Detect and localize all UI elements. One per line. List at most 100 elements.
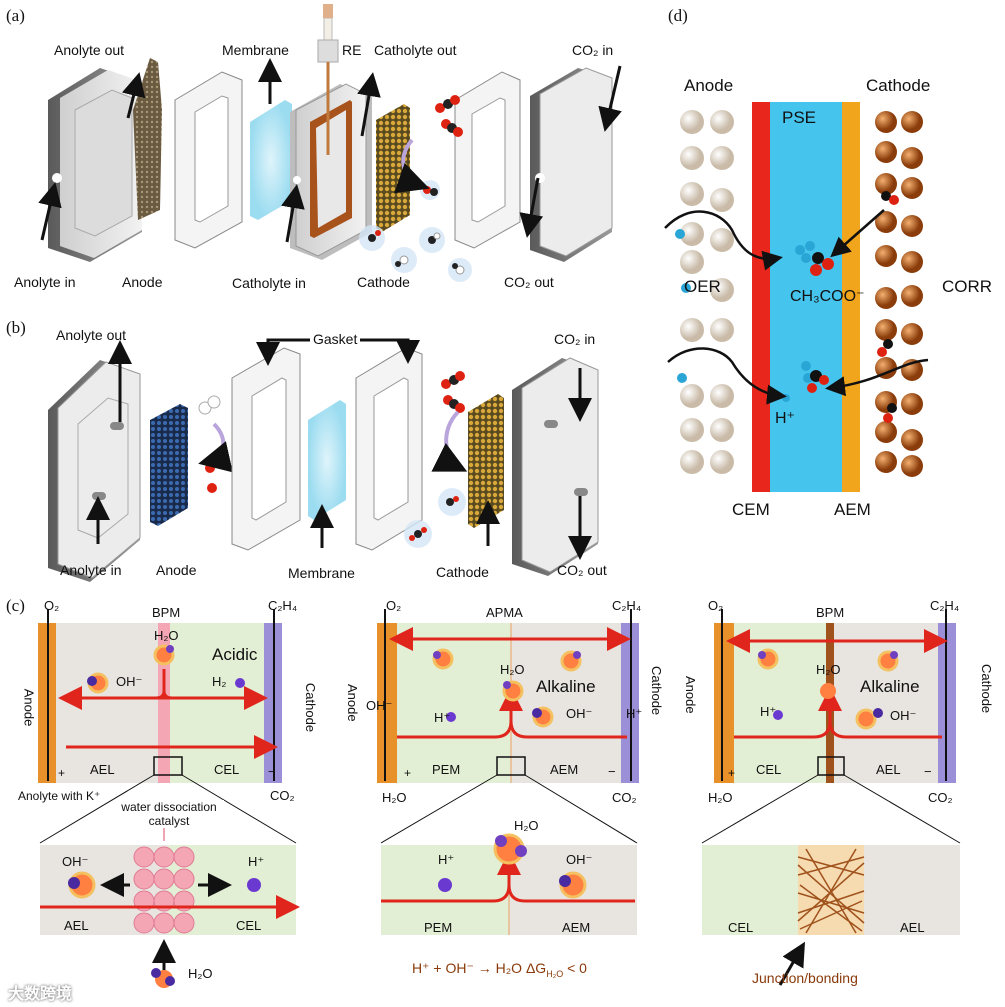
c3-o2: O₂ bbox=[708, 598, 724, 613]
c1-co2: CO₂ bbox=[270, 788, 295, 803]
c1-cel: CEL bbox=[214, 762, 240, 777]
c2-co2: CO₂ bbox=[612, 790, 637, 805]
c1z-water: H₂O bbox=[188, 966, 213, 981]
d-anode-label: Anode bbox=[684, 76, 734, 95]
end-plate-left bbox=[48, 68, 142, 262]
label-anolyte-out: Anolyte out bbox=[54, 42, 125, 58]
c1z-oh: OH⁻ bbox=[62, 854, 89, 869]
label-b-anolyte-out: Anolyte out bbox=[56, 327, 127, 343]
c3-co2: CO₂ bbox=[928, 790, 953, 805]
panel-b-illustration bbox=[48, 338, 599, 582]
c2-water: H₂O bbox=[500, 662, 525, 677]
anode-particles bbox=[680, 110, 734, 474]
d-corr-label: CORR bbox=[942, 277, 993, 296]
end-plate-right bbox=[530, 67, 613, 262]
c1-water: H₂O bbox=[154, 628, 179, 643]
c3-water: H₂O bbox=[816, 662, 841, 677]
c1-anode: Anode bbox=[21, 688, 37, 727]
c3-ael: AEL bbox=[876, 762, 901, 777]
aem-layer bbox=[842, 102, 860, 492]
label-b-membrane: Membrane bbox=[288, 565, 355, 581]
label-re: RE bbox=[342, 42, 362, 58]
c2z-h: H⁺ bbox=[438, 852, 455, 867]
c1z-cel: CEL bbox=[236, 918, 262, 933]
panel-b-tag: (b) bbox=[6, 318, 26, 337]
label-b-anolyte-in: Anolyte in bbox=[60, 562, 122, 578]
c2z-aem: AEM bbox=[562, 920, 591, 935]
label-membrane: Membrane bbox=[222, 42, 289, 58]
label-b-anode: Anode bbox=[156, 562, 197, 578]
d-cem-label: CEM bbox=[732, 500, 770, 519]
c1-plus: + bbox=[58, 766, 66, 780]
c3-c2h4: C₂H₄ bbox=[930, 598, 960, 613]
anode-electrode bbox=[133, 58, 162, 220]
c1-bpm: BPM bbox=[152, 605, 181, 620]
middle-plate bbox=[290, 4, 372, 260]
c1z-h: H⁺ bbox=[248, 854, 265, 869]
panel-a-tag: (a) bbox=[6, 6, 25, 25]
label-b-co2-out: CO₂ out bbox=[557, 562, 607, 578]
label-anode: Anode bbox=[122, 274, 163, 290]
label-catholyte-in: Catholyte in bbox=[232, 275, 306, 291]
c3z-cel: CEL bbox=[728, 920, 754, 935]
c2-c2h4: C₂H₄ bbox=[612, 598, 642, 613]
c1z-ael: AEL bbox=[64, 918, 89, 933]
c2-anode: Anode bbox=[345, 684, 360, 722]
c2z-oh: OH⁻ bbox=[566, 852, 593, 867]
c3-junction: Junction/bonding bbox=[752, 970, 858, 986]
c2-equation: H⁺ + OH⁻ → H₂O ΔGH₂O < 0 bbox=[412, 960, 587, 979]
c1-cathode: Cathode bbox=[303, 682, 319, 733]
c3-cathode: Cathode bbox=[979, 664, 994, 714]
panel-d-illustration bbox=[664, 102, 929, 492]
c2-medium: Alkaline bbox=[536, 677, 596, 696]
c3-bpm: BPM bbox=[816, 605, 845, 620]
c3z-ael: AEL bbox=[900, 920, 925, 935]
membrane bbox=[250, 100, 292, 220]
c3-anode: Anode bbox=[683, 676, 698, 714]
label-catholyte-out: Catholyte out bbox=[374, 42, 457, 58]
c2-pem: PEM bbox=[432, 762, 461, 777]
c2z-pem: PEM bbox=[424, 920, 453, 935]
label-co2-out: CO₂ out bbox=[504, 274, 554, 290]
c1-oh: OH⁻ bbox=[116, 674, 143, 689]
co2-molecules bbox=[359, 95, 472, 282]
c2-apma: APMA bbox=[486, 605, 523, 620]
cathode-particles bbox=[875, 111, 923, 477]
watermark: 大数跨境 bbox=[8, 986, 73, 1003]
c2-oh: OH⁻ bbox=[566, 706, 593, 721]
c2-cathode: Cathode bbox=[649, 666, 664, 716]
label-co2-in: CO₂ in bbox=[572, 42, 614, 58]
label-anolyte-in: Anolyte in bbox=[14, 274, 76, 290]
panel-a-arrows bbox=[38, 58, 622, 243]
c1-o2: O₂ bbox=[44, 598, 60, 613]
c2-aem: AEM bbox=[550, 762, 579, 777]
c3-h: H⁺ bbox=[760, 704, 777, 719]
c3-h2o: H₂O bbox=[708, 790, 733, 805]
c2z-water: H₂O bbox=[514, 818, 539, 833]
c2-h: H⁺ bbox=[434, 710, 451, 725]
c1-catalyst-label: water dissociation catalyst bbox=[114, 800, 224, 828]
panel-a-illustration bbox=[38, 4, 622, 282]
d-acetate-label: CH₃COO⁻ bbox=[790, 288, 865, 305]
c3-minus: − bbox=[924, 764, 932, 779]
c2-oh-left: OH⁻ bbox=[366, 698, 393, 713]
d-h-label: H⁺ bbox=[775, 410, 795, 427]
pse-layer bbox=[770, 102, 842, 492]
c3-oh: OH⁻ bbox=[890, 708, 917, 723]
c1-anolyte: Anolyte with K⁺ bbox=[18, 789, 101, 803]
c2-o2: O₂ bbox=[386, 598, 402, 613]
label-cathode: Cathode bbox=[357, 274, 410, 290]
junction-fibers bbox=[797, 848, 865, 934]
c3-cel: CEL bbox=[756, 762, 782, 777]
d-oer-label: OER bbox=[684, 277, 721, 296]
cell-2 bbox=[377, 609, 639, 935]
c1-h2: H₂ bbox=[212, 674, 227, 689]
label-b-cathode: Cathode bbox=[436, 564, 489, 580]
cathode-electrode bbox=[376, 104, 410, 232]
c2-h-right: H⁺ bbox=[626, 706, 643, 721]
panel-d-tag: (d) bbox=[668, 6, 688, 25]
label-b-co2-in: CO₂ in bbox=[554, 331, 596, 347]
c3-plus: + bbox=[728, 766, 736, 780]
cell-3 bbox=[701, 609, 961, 986]
d-cathode-label: Cathode bbox=[866, 76, 931, 95]
